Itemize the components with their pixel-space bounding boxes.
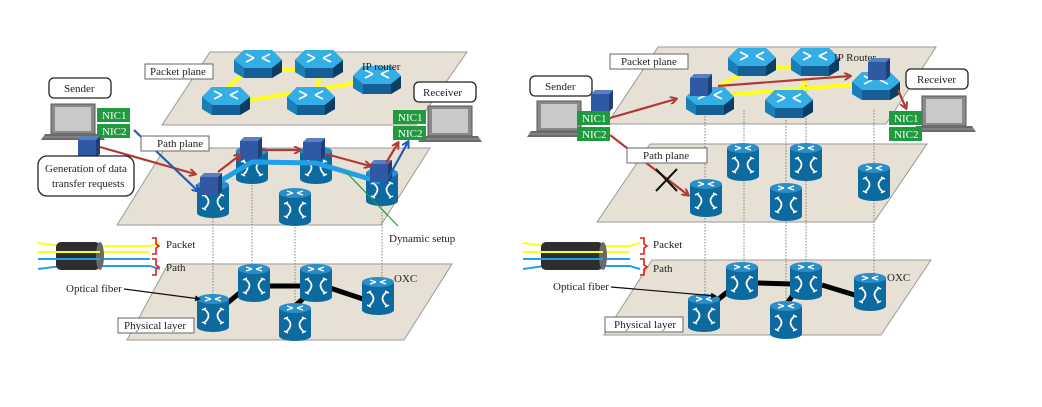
right-sender-nic2 [577,127,610,141]
left-sender-box [48,77,112,99]
right-optical-fiber-label: Optical fiber [553,281,609,293]
left-path-oxc-4 [278,187,312,227]
left-physical-layer-label: Physical layer [124,320,186,332]
left-ip-router-4 [286,86,336,116]
left-dynamic-setup-pointer [345,171,399,227]
right-data-cube-2 [868,58,890,80]
right-receiver-box [905,68,969,90]
left-projection-lines [212,170,383,320]
left-physical-layer-label-box [117,317,195,334]
left-oxc-label: OXC [394,273,417,285]
right-optical-fiber-pointer [610,286,717,299]
right-physical-layer-label-box [604,316,684,333]
right-sender-label: Sender [545,81,576,93]
left-fiber-cable-icon [56,242,100,270]
right-legend-path: Path [653,263,673,275]
left-optical-fiber-pointer [123,288,201,302]
left-receiver-nic1 [393,110,426,124]
right-blocked-x-icon [655,168,678,192]
left-sender-laptop-icon [40,103,106,141]
left-sender-data-cube [78,136,100,158]
left-phys-oxc-4 [278,302,312,342]
left-packet-plane-label: Packet plane [150,66,206,78]
right-phys-oxc-4 [769,300,803,340]
left-ip-router-1 [233,49,283,79]
left-sender-nic1 [97,108,130,122]
left-phys-oxc-3 [299,263,333,303]
right-phys-oxc-1 [687,293,721,333]
right-phys-oxc-2 [725,261,759,301]
right-packet-plane-label-box [609,53,689,70]
right-physical-layer-label: Physical layer [614,319,676,331]
right-path-plane-label: Path plane [643,150,689,162]
right-receiver-label: Receiver [917,74,956,86]
left-panel: IP router Dynamic setup [37,49,483,342]
left-ip-router-label: IP router [362,61,401,73]
left-data-cube-2 [240,137,262,159]
left-receiver-box [413,81,477,103]
right-receiver-nic1-label: NIC1 [894,113,918,125]
left-path-plane-label: Path plane [157,138,203,150]
right-path-oxc-4 [769,182,803,222]
left-phys-oxc-5 [361,276,395,316]
left-receiver-laptop-icon [417,105,483,143]
left-request-note-line1: Generation of data [45,163,127,175]
right-phys-oxc-3 [789,261,823,301]
left-sender-nic1-label: NIC1 [102,110,126,122]
right-sender-nic2-label: NIC2 [582,129,606,141]
left-receiver-nic1-label: NIC1 [398,112,422,124]
right-fiber-cable-icon [541,242,603,270]
right-receiver-nic1 [889,111,922,125]
right-fiber-legend [522,237,649,276]
right-phys-oxc-5 [853,272,887,312]
right-receiver-nic2 [889,127,922,141]
right-ip-router-1 [727,47,777,77]
left-packet-plane-label-box [144,63,214,80]
right-legend-packet: Packet [653,239,682,251]
left-sender-nic2-label: NIC2 [102,126,126,138]
right-path-oxc-1 [726,142,760,182]
left-dynamic-setup-label: Dynamic setup [389,233,456,245]
right-sender-nic1-label: NIC1 [582,113,606,125]
left-sender-label: Sender [64,83,95,95]
right-sender-nic1 [577,111,610,125]
left-receiver-label: Receiver [423,87,462,99]
left-phys-oxc-2 [237,263,271,303]
left-legend-path: Path [166,262,186,274]
left-data-cube-1 [200,173,222,195]
left-data-cube-3 [303,138,325,160]
right-path-plane-label-box [626,147,708,164]
left-red-arrows [99,143,398,174]
right-ip-router-label: IP Router [834,52,876,64]
right-path-oxc-3 [689,178,723,218]
right-oxc-label: OXC [887,272,910,284]
left-fiber-legend [37,237,161,276]
left-ip-router-2 [294,49,344,79]
left-legend-packet: Packet [166,239,195,251]
right-packet-plane-label: Packet plane [621,56,677,68]
right-receiver-nic2-label: NIC2 [894,129,918,141]
left-path-plane-label-box [140,135,210,152]
right-ip-router-4 [764,89,814,119]
left-lightpath [203,159,381,193]
left-optical-fiber-label: Optical fiber [66,283,122,295]
left-request-note-line2: transfer requests [52,178,124,190]
left-request-note-box [37,155,135,197]
right-path-oxc-2 [789,142,823,182]
left-receiver-nic2 [393,126,426,140]
right-red-arrows [609,76,906,195]
left-phys-oxc-1 [196,293,230,333]
right-path-oxc-5 [857,162,891,202]
left-receiver-nic2-label: NIC2 [398,128,422,140]
left-sender-nic2 [97,124,130,138]
right-sender-data-cube [591,90,613,112]
right-ip-router-2 [790,47,840,77]
right-data-cube-1 [690,74,712,96]
right-panel: IP Router OXC Packet p [522,46,977,340]
left-ip-router-3 [201,86,251,116]
right-sender-box [529,75,593,97]
